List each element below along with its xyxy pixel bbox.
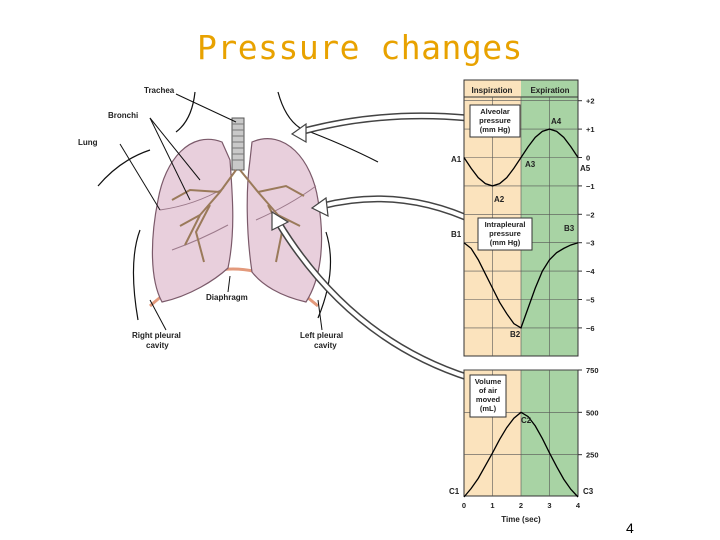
point-a2: A2 [494, 195, 505, 204]
label-left-pleural-cavity: cavity [314, 341, 337, 350]
label-right-pleural-cavity: cavity [146, 341, 169, 350]
intrapleural-label-1: Intrapleural [485, 220, 526, 229]
point-b2: B2 [510, 330, 521, 339]
time-tick-label: 2 [519, 501, 523, 510]
label-trachea: Trachea [144, 86, 175, 95]
trachea-shape [232, 118, 244, 170]
volume-label-2: of air [479, 386, 497, 395]
point-c3: C3 [583, 487, 594, 496]
pressure-tick-label: −2 [586, 210, 595, 219]
point-c1: C1 [449, 487, 460, 496]
volume-label-1: Volume [475, 377, 502, 386]
volume-tick-label: 500 [586, 408, 599, 417]
point-a3: A3 [525, 160, 536, 169]
expiration-label: Expiration [530, 86, 569, 95]
point-b1: B1 [451, 230, 462, 239]
time-tick-label: 3 [547, 501, 551, 510]
point-a1: A1 [451, 155, 462, 164]
label-lung: Lung [78, 138, 98, 147]
intrapleural-label-2: pressure [489, 229, 521, 238]
right-lung-shape [152, 139, 232, 302]
intrapleural-label-3: (mm Hg) [490, 238, 521, 247]
point-c2: C2 [521, 416, 532, 425]
time-tick-label: 4 [576, 501, 581, 510]
point-a5: A5 [580, 164, 591, 173]
point-b3: B3 [564, 224, 575, 233]
page-number: 4 [626, 520, 634, 536]
pressure-tick-label: −5 [586, 296, 595, 305]
pressure-tick-label: 0 [586, 154, 590, 163]
pressure-tick-label: −4 [586, 267, 595, 276]
volume-tick-label: 250 [586, 451, 599, 460]
alveolar-label-3: (mm Hg) [480, 125, 511, 134]
label-right-pleural: Right pleural [132, 331, 181, 340]
pressure-panel: Inspiration Expiration +2 +1 0 −1 −2 −3 −4 −5 −6… [464, 80, 595, 356]
volume-tick-label: 750 [586, 366, 599, 375]
pressure-tick-label: −1 [586, 182, 595, 191]
pressure-tick-label: −6 [586, 324, 595, 333]
time-tick-label: 1 [490, 501, 494, 510]
label-diaphragm: Diaphragm [206, 293, 248, 302]
point-a4: A4 [551, 117, 562, 126]
alveolar-label-1: Alveolar [480, 107, 510, 116]
pressure-tick-label: +2 [586, 97, 595, 106]
volume-label-3: moved [476, 395, 501, 404]
alveolar-label-2: pressure [479, 116, 511, 125]
time-axis-label: Time (sec) [501, 515, 541, 524]
inspiration-label: Inspiration [472, 86, 513, 95]
pressure-tick-label: −3 [586, 239, 595, 248]
volume-label-4: (mL) [480, 404, 497, 413]
label-left-pleural: Left pleural [300, 331, 343, 340]
volume-panel: 750 500 250 Volume of air moved (mL) 0 1 2 3 4… [462, 366, 599, 524]
pressure-tick-label: +1 [586, 125, 595, 134]
time-tick-label: 0 [462, 501, 466, 510]
label-bronchi: Bronchi [108, 111, 138, 120]
